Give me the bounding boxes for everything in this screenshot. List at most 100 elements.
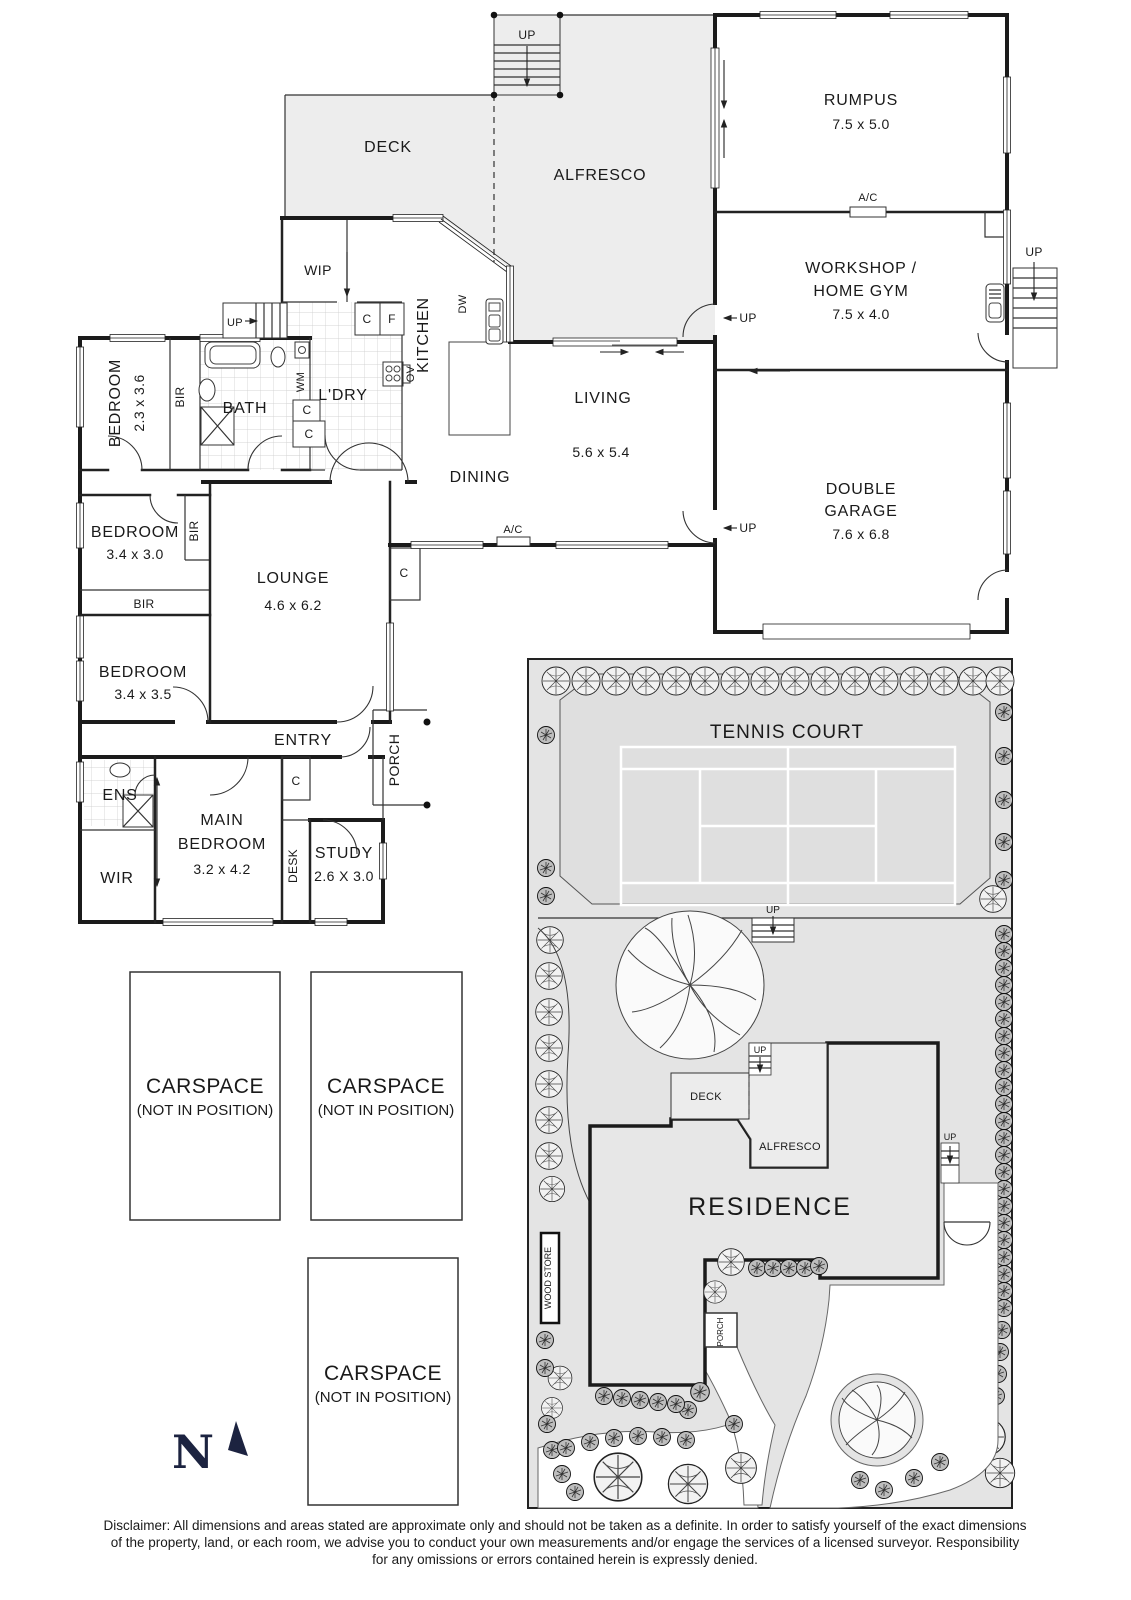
wall — [984, 212, 1007, 238]
c-label: C — [292, 774, 301, 788]
alfresco-label: ALFRESCO — [554, 167, 647, 184]
main-bedroom-label-2: BEDROOM — [178, 836, 266, 853]
stairs-workshop: UP — [1012, 245, 1058, 369]
up-label: UP — [739, 311, 756, 325]
porch-label: PORCH — [386, 734, 402, 787]
garage-door — [762, 623, 971, 640]
carspace-1: CARSPACE (NOT IN POSITION) — [129, 971, 281, 1221]
entry-closet — [281, 756, 311, 801]
site-double-doors — [943, 1221, 991, 1246]
up-label: UP — [766, 905, 780, 916]
kitchen-bench — [448, 341, 511, 436]
bedroom2-label: BEDROOM — [91, 524, 179, 541]
up-label: UP — [1025, 245, 1042, 259]
bir-label: BIR — [187, 521, 201, 542]
floor-plan: UP — [76, 11, 1058, 926]
f-label: F — [388, 312, 396, 326]
ac-unit-dining: A/C — [496, 524, 531, 547]
stairs-bath: UP — [222, 302, 288, 339]
site-stairs-right: UP — [940, 1132, 960, 1184]
carspace-2: CARSPACE (NOT IN POSITION) — [310, 971, 463, 1221]
carspace-3: CARSPACE (NOT IN POSITION) — [307, 1257, 459, 1506]
deck-edge — [284, 14, 715, 218]
dw-label: DW — [457, 294, 469, 313]
wall — [80, 495, 210, 591]
ac-label: A/C — [503, 524, 522, 536]
up-label: UP — [227, 317, 243, 329]
site-alfresco-label: ALFRESCO — [759, 1141, 821, 1153]
floor-plan-labels: DECK ALFRESCO RUMPUS 7.5 x 5.0 WORKSHOP … — [91, 92, 917, 887]
wall — [80, 757, 384, 831]
disclaimer-line-1: Disclaimer: All dimensions and areas sta… — [103, 1518, 1026, 1533]
up-label: UP — [944, 1132, 957, 1142]
wood-store-label: WOOD STORE — [543, 1247, 553, 1309]
arrows — [153, 60, 790, 888]
bir-label: BIR — [173, 387, 187, 408]
bedroom1-dims: 2.3 x 3.6 — [131, 374, 147, 431]
wip-label: WIP — [304, 262, 332, 278]
cupboard — [389, 547, 421, 601]
dining-label: DINING — [450, 469, 511, 486]
entry-label: ENTRY — [274, 732, 332, 749]
ens-label: ENS — [102, 787, 137, 804]
site-stairs-top: UP — [748, 1042, 772, 1076]
disclaimer-line-3: for any omissions or errors contained he… — [372, 1552, 758, 1567]
c-label: C — [363, 312, 372, 326]
workshop-sink — [985, 283, 1005, 323]
up-label: UP — [739, 521, 756, 535]
carspace-note: (NOT IN POSITION) — [315, 1389, 451, 1406]
porch-area — [372, 709, 431, 809]
rumpus-label: RUMPUS — [824, 92, 898, 109]
ov-label: OV — [405, 365, 417, 382]
c-label: C — [303, 403, 312, 417]
main-bedroom-label-1: MAIN — [200, 812, 243, 829]
carspaces: CARSPACE (NOT IN POSITION) CARSPACE (NOT… — [129, 971, 463, 1506]
residence-label: RESIDENCE — [688, 1193, 852, 1221]
site-porch: PORCH — [704, 1312, 738, 1348]
ens-fixtures — [109, 762, 154, 828]
residence: UP UP PORCH RESIDENCE DECK ALFRESCO — [588, 1041, 991, 1387]
bedroom3-dims: 3.4 x 3.5 — [114, 686, 171, 702]
site-deck-label: DECK — [690, 1091, 722, 1103]
lounge-dims: 4.6 x 6.2 — [264, 597, 321, 613]
c-label: C — [305, 427, 314, 441]
ldry-label: L'DRY — [318, 387, 367, 404]
deck-label: DECK — [364, 139, 412, 156]
up-label: UP — [754, 1045, 767, 1055]
bath-label: BATH — [223, 400, 268, 417]
kitchen-sink — [485, 298, 504, 345]
desk-label: DESK — [286, 849, 300, 883]
workshop-label-1: WORKSHOP / — [805, 260, 917, 277]
north-arrow-icon — [228, 1421, 248, 1456]
kitchen-label: KITCHEN — [415, 297, 432, 373]
carspace-note: (NOT IN POSITION) — [137, 1102, 273, 1119]
driveway-tree-island — [830, 1373, 924, 1467]
lounge-label: LOUNGE — [257, 570, 329, 587]
stairs-top: UP — [490, 11, 564, 99]
living-label: LIVING — [574, 390, 631, 407]
ac-unit-rumpus: A/C — [849, 192, 887, 218]
workshop-dims: 7.5 x 4.0 — [832, 306, 889, 322]
porch-label: PORCH — [716, 1317, 725, 1346]
north-indicator: N — [172, 1421, 248, 1479]
bir-label: BIR — [134, 597, 155, 611]
driveway — [769, 1182, 999, 1509]
carspace-label: CARSPACE — [146, 1075, 264, 1098]
tennis-court-lines — [619, 745, 957, 907]
bedroom3-label: BEDROOM — [99, 664, 187, 681]
bedroom1-label: BEDROOM — [107, 359, 124, 447]
study-label: STUDY — [315, 845, 373, 862]
carspace-label: CARSPACE — [324, 1362, 442, 1385]
carspace-note: (NOT IN POSITION) — [318, 1102, 454, 1119]
main-bedroom-dims: 3.2 x 4.2 — [193, 861, 250, 877]
bedroom2-dims: 3.4 x 3.0 — [106, 546, 163, 562]
north-label: N — [172, 1425, 214, 1479]
kitchen-cupboards — [354, 302, 405, 336]
ac-label: A/C — [858, 192, 877, 204]
disclaimer: Disclaimer: All dimensions and areas sta… — [103, 1518, 1026, 1567]
sliding-door — [552, 337, 678, 347]
disclaimer-line-2: of the property, land, or each room, we … — [111, 1535, 1020, 1550]
carspace-label: CARSPACE — [327, 1075, 445, 1098]
